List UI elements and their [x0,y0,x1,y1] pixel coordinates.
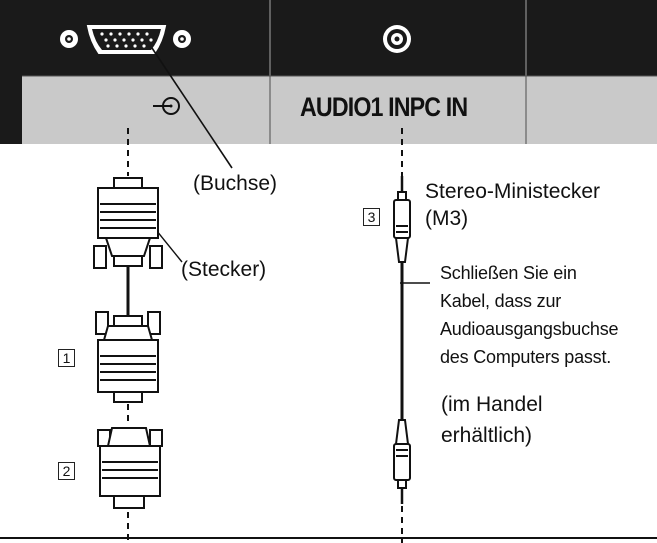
panel-left-edge [0,76,22,144]
vga-plug-icon [93,177,163,403]
socket-leader-line [151,47,233,169]
audio-port-label: AUDIO1 INPC IN [300,92,468,122]
socket-label: (Buchse) [193,172,278,195]
retail-note-line-1: (im Handel [441,393,543,416]
vga-socket-icon [60,25,191,54]
cable-note-line-3: Audioausgangsbuchse [440,319,619,339]
retail-note-line-2: erhältlich) [441,424,533,447]
item-number-2: 2 [58,462,75,480]
vga-adapter-icon [97,427,163,509]
cable-note-line-1: Schließen Sie ein [440,263,577,283]
cable-note-line-2: Kabel, dass zur [440,291,562,311]
rgb-input-icon [153,97,180,115]
item-number-3: 3 [363,208,380,226]
stereo-plug-code: (M3) [425,207,469,230]
plug-label: (Stecker) [181,258,267,281]
cable-note-line-4: des Computers passt. [440,347,612,367]
stereo-plug-label: Stereo-Ministecker [425,180,601,203]
mini-jack-plug-icon [393,176,411,504]
item-number-1: 1 [58,349,75,367]
audio-jack-icon [383,25,411,53]
